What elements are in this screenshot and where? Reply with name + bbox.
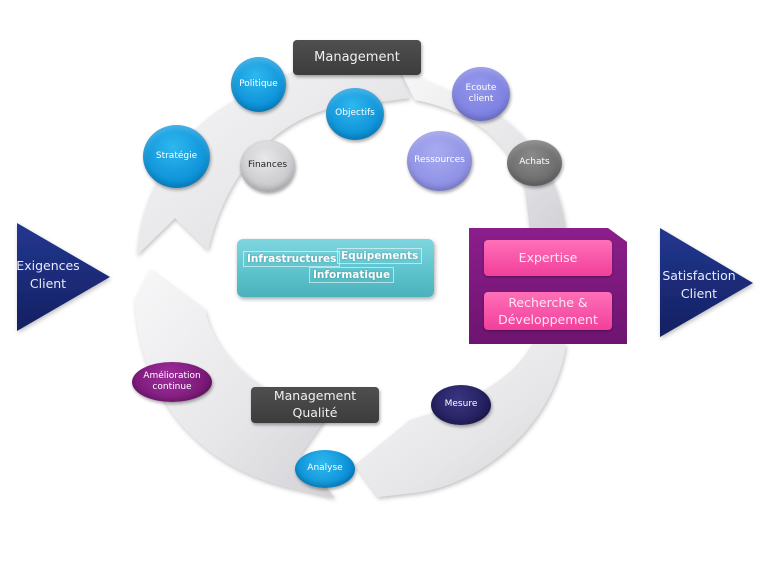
management-label: Management	[314, 50, 400, 65]
input-label: Exigences Client	[10, 257, 86, 292]
input-label-line1: Exigences	[16, 258, 80, 273]
ring-segment-bottom-left	[135, 270, 335, 498]
resources-box: Infrastructures Equipements Informatique	[237, 239, 434, 297]
node-analyse[interactable]: Analyse	[295, 450, 355, 488]
node-finances[interactable]: Finances	[240, 140, 295, 192]
label-equipements[interactable]: Equipements	[337, 248, 423, 264]
output-label: Satisfaction Client	[659, 267, 739, 302]
label-infrastructures[interactable]: Infrastructures	[243, 251, 341, 267]
node-achats[interactable]: Achats	[507, 140, 562, 186]
node-ressources[interactable]: Ressources	[407, 131, 472, 191]
output-label-line2: Client	[680, 285, 718, 301]
node-mesure[interactable]: Mesure	[431, 385, 491, 425]
output-label-line1: Satisfaction	[662, 268, 736, 283]
node-objectifs[interactable]: Objectifs	[326, 88, 384, 140]
node-politique[interactable]: Politique	[231, 57, 286, 112]
management-box[interactable]: Management	[293, 40, 421, 75]
output-arrow-triangle	[660, 228, 753, 337]
label-informatique[interactable]: Informatique	[309, 267, 395, 283]
input-arrow-triangle	[17, 223, 110, 331]
node-strategie[interactable]: Stratégie	[143, 125, 210, 188]
expertise-button[interactable]: Expertise	[484, 240, 612, 276]
input-label-line2: Client	[29, 275, 67, 291]
recherche-developpement-button[interactable]: Recherche &Développement	[484, 292, 612, 330]
ring-segment-top-left	[137, 60, 410, 255]
